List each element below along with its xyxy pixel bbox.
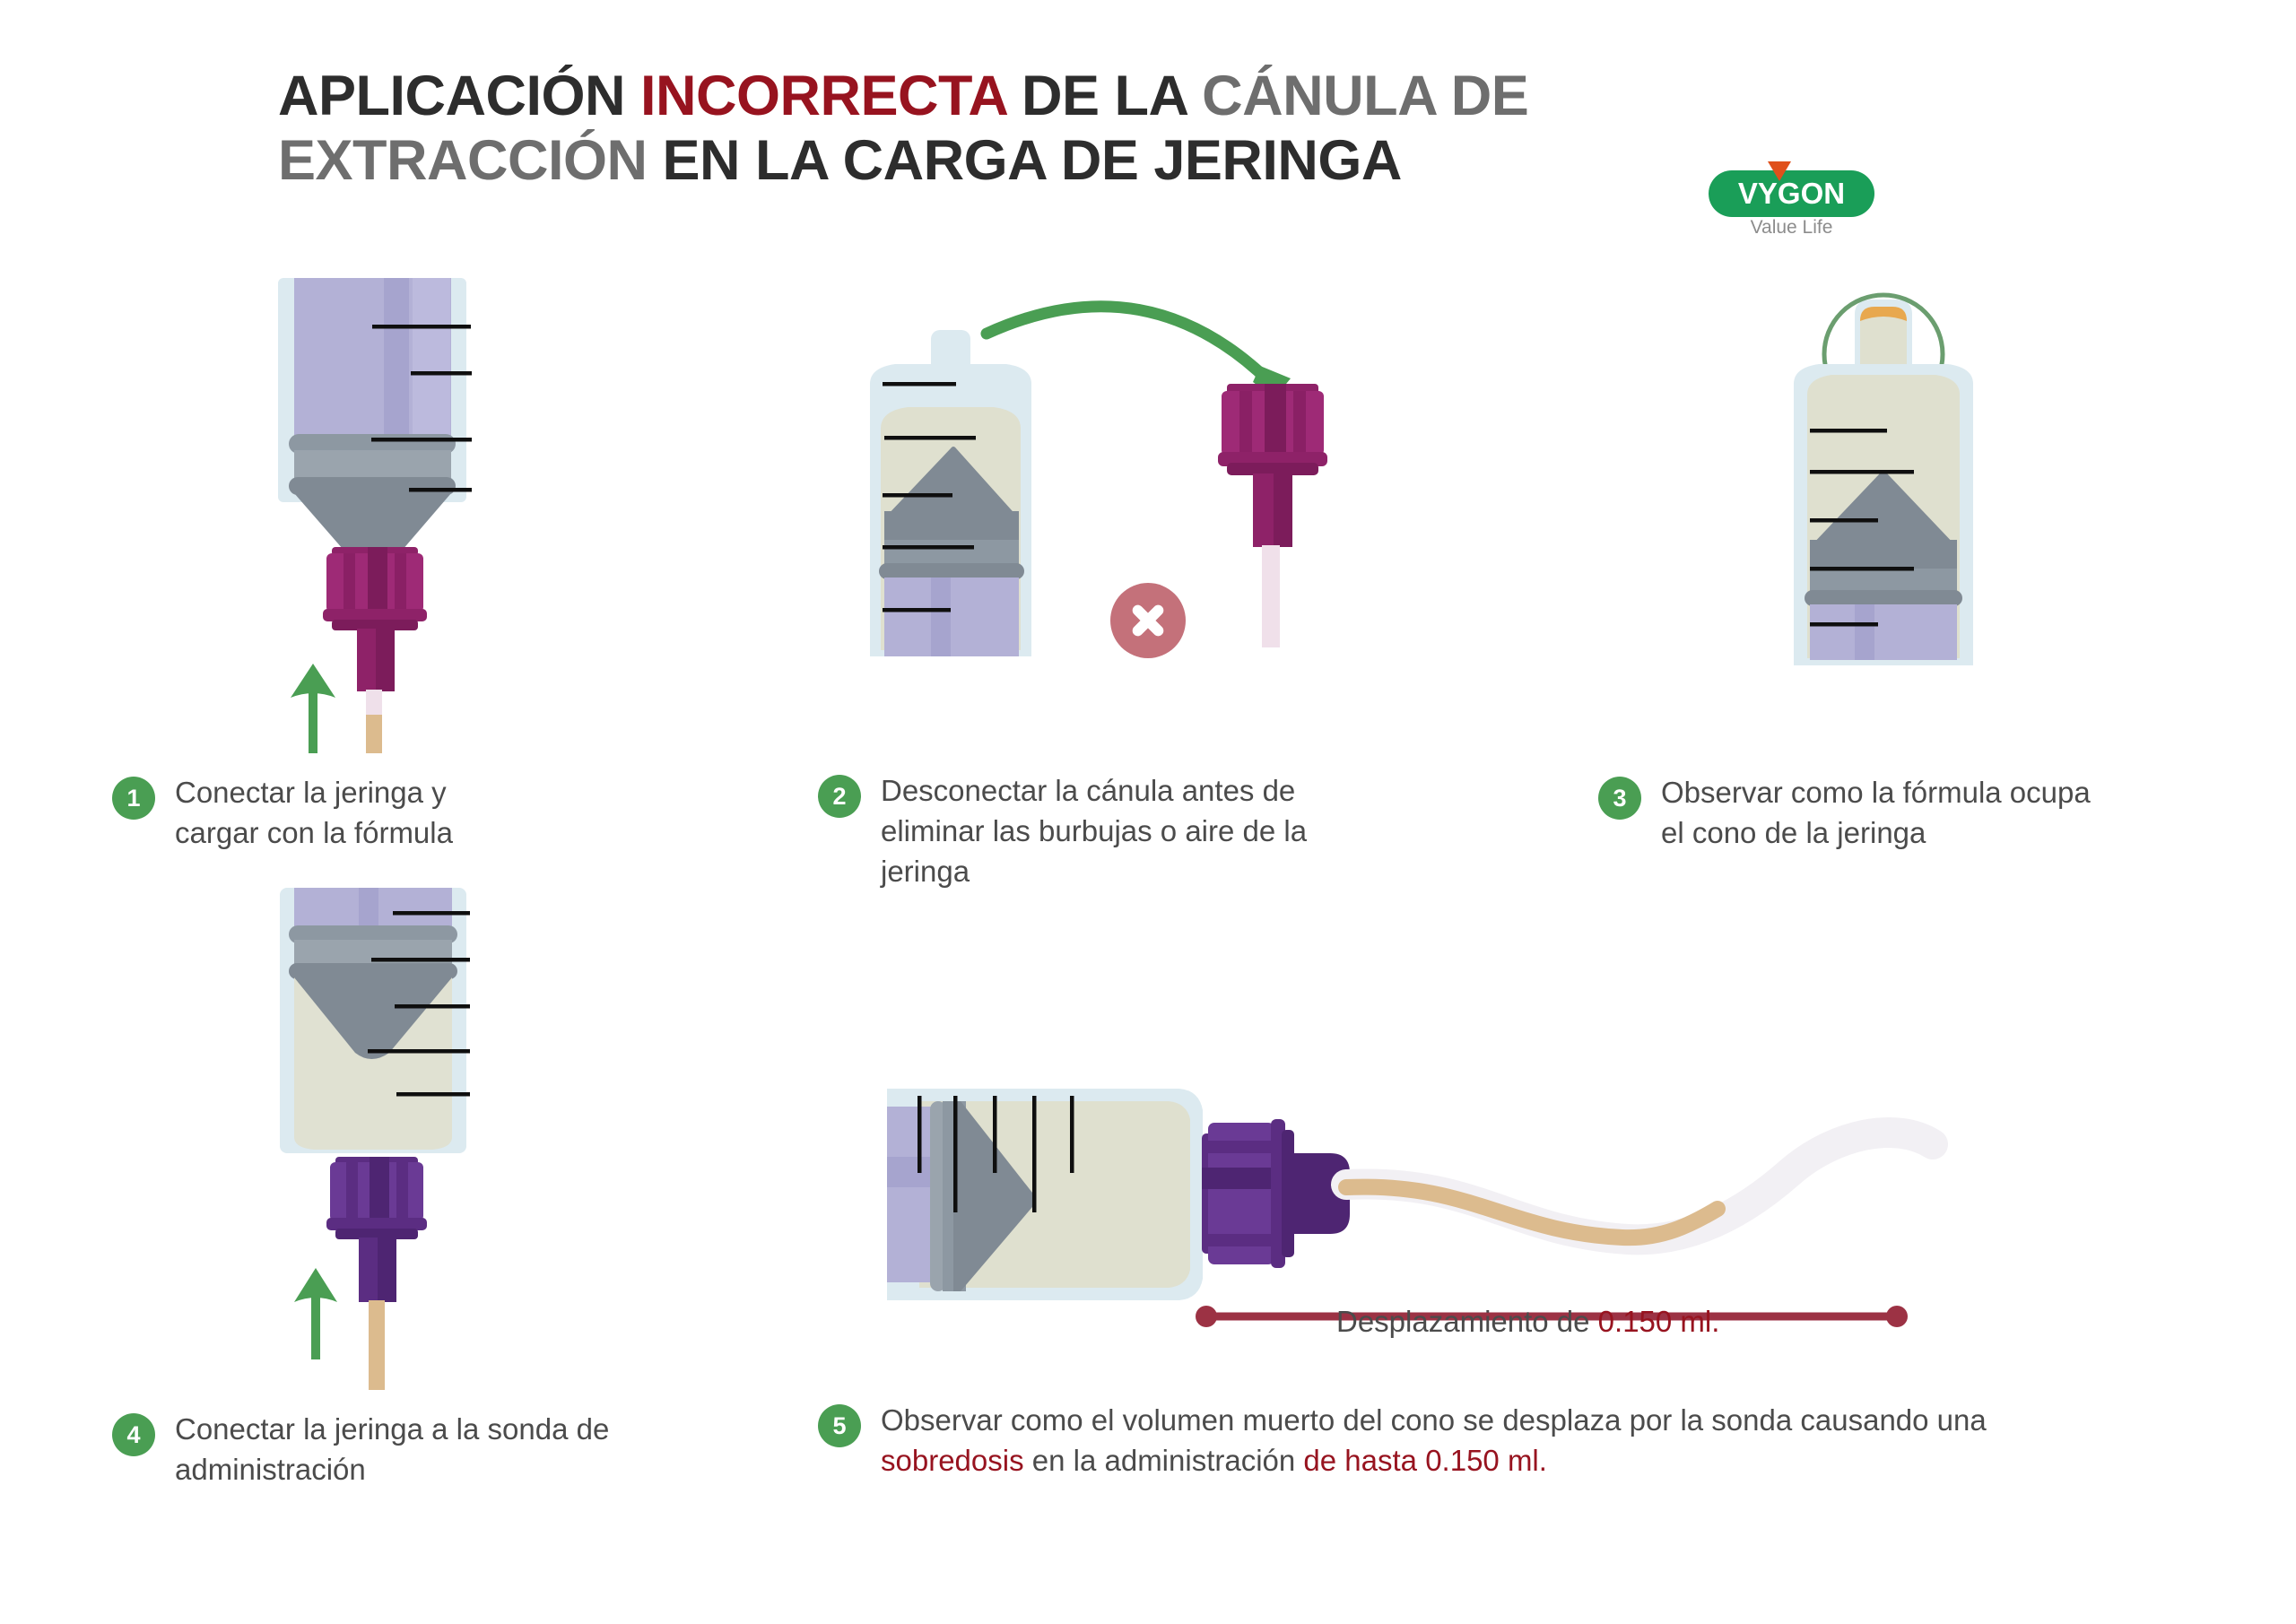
displacement-value: 0.150 ml. (1597, 1305, 1720, 1338)
step-3-text: Observar como la fórmula ocupa el cono d… (1661, 776, 2091, 849)
step-4-badge: 4 (112, 1413, 155, 1456)
title-word-incorrecta: INCORRECTA (640, 65, 1006, 127)
step-3-illustration (1794, 292, 1973, 665)
step-2-text: Desconectar la cánula antes de eliminar … (881, 774, 1308, 888)
step-4-illustration (280, 888, 470, 1390)
title-line-1: APLICACIÓN INCORRECTA DE LA CÁNULA DE (278, 65, 2063, 129)
vygon-logo: VYGON Value Life (1709, 158, 1874, 238)
title-word-en-la-carga: EN LA CARGA DE JERINGA (647, 128, 1403, 192)
step-1-illustration (278, 278, 472, 753)
step-5-text: Observar como el volumen muerto del cono… (881, 1401, 2074, 1481)
step-4-text: Conectar la jeringa a la sonda de admini… (175, 1412, 610, 1486)
step-5-illustration (887, 1089, 1948, 1327)
title-line-2: EXTRACCIÓN EN LA CARGA DE JERINGA (278, 129, 2063, 194)
vygon-logo-pill (1709, 170, 1874, 217)
title-word-extraccion: EXTRACCIÓN (278, 128, 648, 192)
step-2-illustration (870, 300, 1327, 658)
step-1-up-arrow-icon (291, 664, 335, 753)
step-5-badge: 5 (818, 1404, 861, 1447)
step-1-badge: 1 (112, 777, 155, 820)
step-2-caption: 2 Desconectar la cánula antes de elimina… (818, 771, 1392, 892)
title-word-aplicacion: APLICACIÓN (278, 65, 640, 127)
detached-cannula (1218, 384, 1327, 647)
displacement-measure-bar (1196, 1306, 1908, 1327)
step-1-text: Conectar la jeringa y cargar con la fórm… (175, 776, 453, 849)
step-1-caption: 1 Conectar la jeringa y cargar con la fó… (112, 773, 534, 854)
step-3-caption: 3 Observar como la fórmula ocupa el cono… (1598, 773, 2100, 854)
vygon-logo-wordmark: VYGON (1737, 177, 1846, 210)
error-x-icon (1110, 583, 1186, 658)
step-5-text-part1: Observar como el volumen muerto del cono… (881, 1403, 1987, 1437)
step-5-highlight-dose: de hasta 0.150 ml. (1303, 1443, 1547, 1477)
step-3-badge: 3 (1598, 777, 1641, 820)
step-4-up-arrow-icon (294, 1268, 337, 1359)
page-title: APLICACIÓN INCORRECTA DE LA CÁNULA DE EX… (278, 65, 2063, 194)
step-5-caption: 5 Observar como el volumen muerto del co… (818, 1401, 2074, 1481)
step-5-text-part2: en la administración (1023, 1443, 1304, 1477)
step-2-badge: 2 (818, 775, 861, 818)
displacement-label: Desplazamiento de 0.150 ml. (1336, 1305, 1719, 1339)
step-4-caption: 4 Conectar la jeringa a la sonda de admi… (112, 1410, 650, 1490)
step-5-highlight-sobredosis: sobredosis (881, 1443, 1024, 1477)
vygon-logo-triangle-icon (1768, 161, 1791, 181)
vygon-logo-tagline: Value Life (1750, 217, 1833, 238)
title-word-canula-de: CÁNULA DE (1202, 65, 1529, 127)
title-word-dela: DE LA (1005, 65, 1203, 127)
displacement-label-prefix: Desplazamiento de (1336, 1305, 1598, 1338)
